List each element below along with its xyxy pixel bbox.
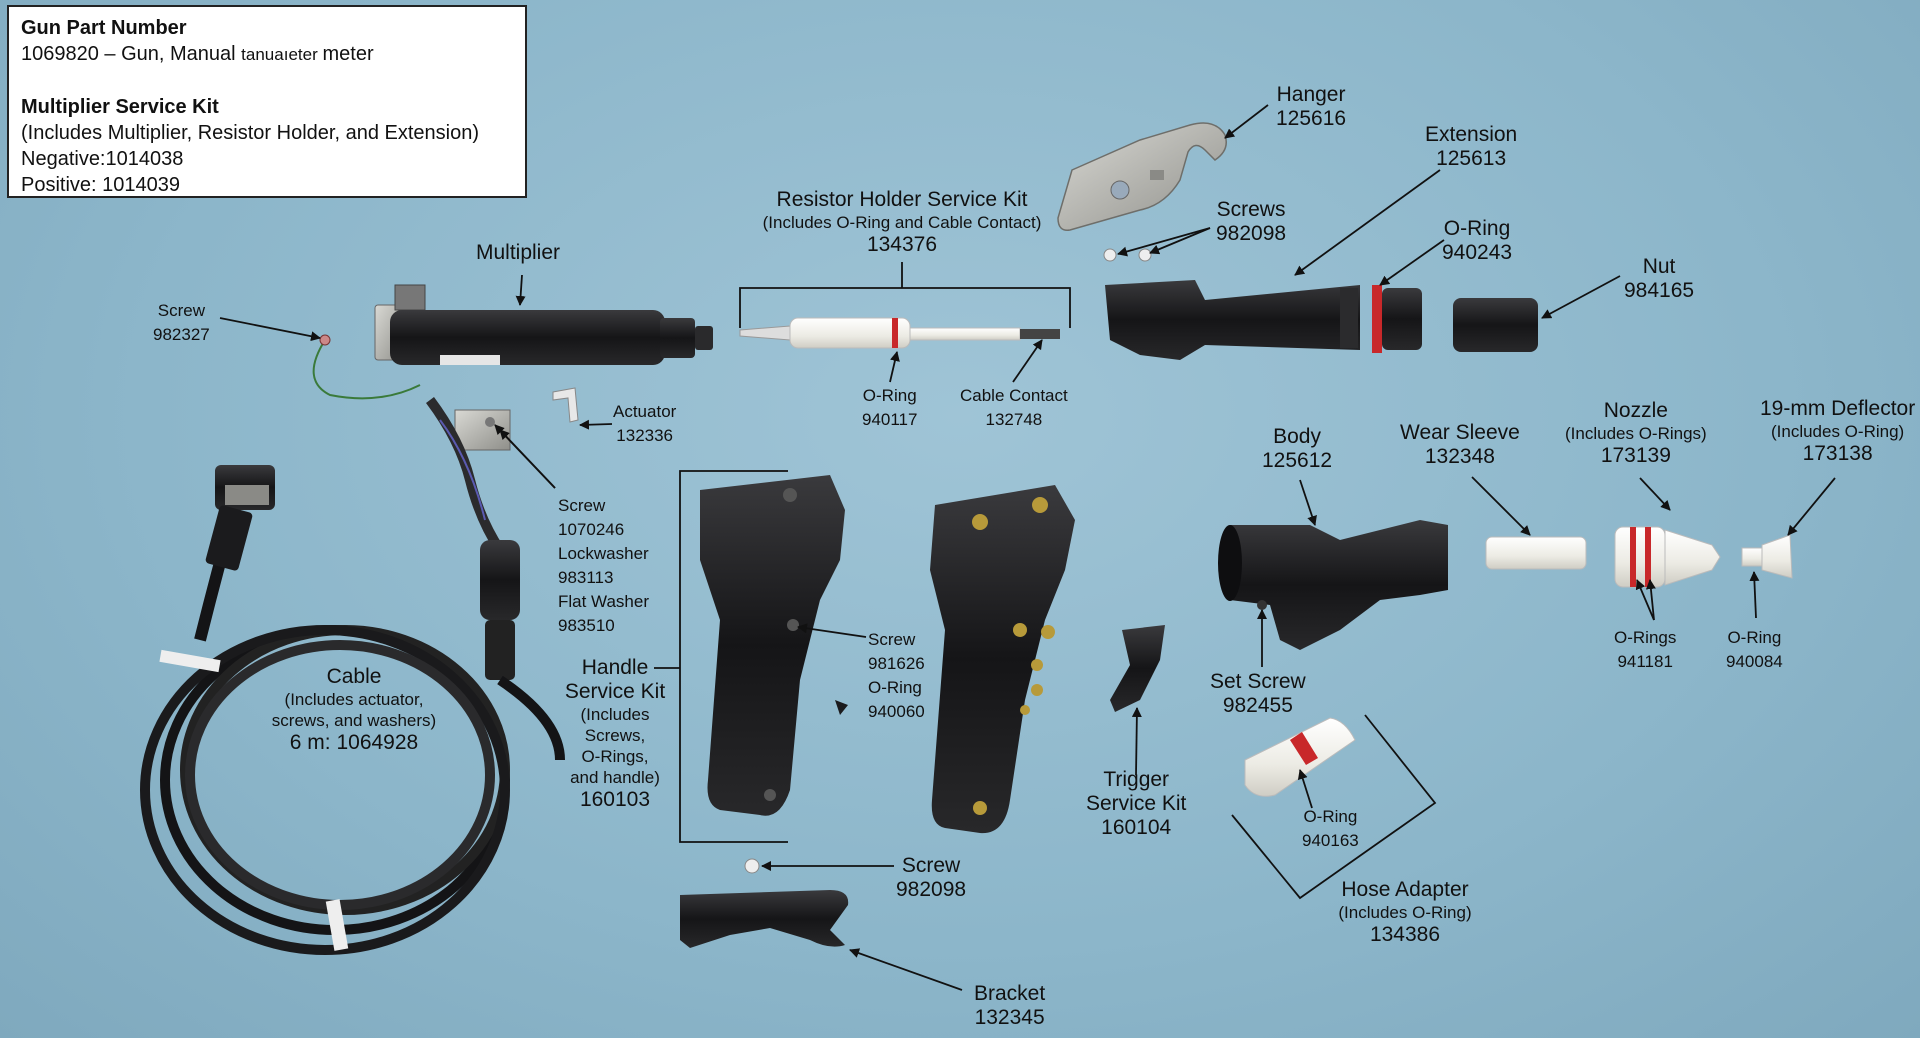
screw-lockwasher-label: Screw 1070246 Lockwasher 983113 Flat Was…	[558, 496, 650, 635]
gun-part-number-overlay-mark: ı	[283, 45, 289, 64]
wear-sleeve-leader	[1471, 476, 1531, 536]
handle-right-part	[930, 485, 1075, 834]
gun-part-number-heading: Gun Part Number	[21, 17, 187, 39]
extension-part	[1105, 280, 1422, 360]
extension-leader	[1294, 169, 1441, 276]
orings-nozzle-leader-1	[1635, 579, 1655, 621]
cable-contact-leader	[1012, 339, 1043, 383]
oring-hose-leader	[1297, 769, 1313, 809]
multiplier-label: Multiplier	[476, 241, 561, 264]
orings-nozzle-leader-2	[1645, 579, 1656, 621]
multiplier-kit-includes: (Includes Multiplier, Resistor Holder, a…	[21, 122, 479, 144]
resistor-holder-part	[739, 317, 1060, 349]
nozzle-leader	[1639, 477, 1671, 511]
multiplier-kit-negative: Negative:1014038	[21, 148, 184, 170]
deflector-label: 19-mm Deflector (Includes O-Ring) 173138	[1760, 397, 1916, 465]
cable-ties	[159, 649, 349, 951]
screws-leader-1	[1149, 227, 1211, 255]
multiplier-kit-positive: Positive: 1014039	[21, 174, 181, 196]
handle-kit-bracket	[679, 470, 788, 843]
oring-deflector-leader	[1749, 571, 1760, 619]
hose-adapter-part	[1244, 717, 1356, 797]
gun-part-number-tail: meter	[322, 43, 374, 65]
body-leader	[1299, 479, 1317, 526]
deflector-part	[1741, 534, 1793, 579]
multiplier-part	[374, 284, 713, 365]
gun-part-number-line: 1069820 – Gun, Manual tanuaıeter meter	[21, 43, 374, 65]
nozzle-part	[1614, 526, 1721, 588]
multiplier-leader	[515, 274, 526, 306]
gun-part-number-overlay-text: tanua	[241, 45, 284, 64]
multiplier-screw-part	[312, 334, 421, 400]
resistor-kit-bracket	[739, 287, 1071, 328]
multiplier-kit-heading: Multiplier Service Kit	[21, 96, 219, 118]
part-number-info-box: Gun Part Number 1069820 – Gun, Manual ta…	[7, 5, 527, 198]
hose-adapter-label: Hose Adapter (Includes O-Ring) 134386	[1338, 878, 1472, 946]
cable-label: Cable (Includes actuator, screws, and wa…	[271, 665, 437, 754]
screw-bottom-part	[744, 858, 760, 874]
coiled-cable-part	[140, 488, 565, 955]
callout-lines	[219, 104, 1836, 991]
nut-part	[1453, 298, 1538, 352]
actuator-part	[552, 387, 579, 423]
screw-block-leader-2	[499, 429, 556, 489]
trigger-part	[1110, 625, 1165, 712]
handle-kit-label: Handle Service Kit (Includes Screws, O-R…	[564, 656, 666, 811]
screws-top-part	[1103, 248, 1152, 262]
hanger-part	[1057, 122, 1227, 231]
handle-screw-leader	[797, 623, 867, 638]
bracket-part	[680, 890, 849, 948]
resistor-kit-label: Resistor Holder Service Kit (Includes O-…	[762, 188, 1042, 256]
oring-resistor-leader	[889, 351, 900, 383]
hose-adapter-bracket	[1231, 714, 1437, 900]
multiplier-screw-leader	[219, 317, 321, 342]
deflector-leader	[1787, 477, 1836, 536]
body-part	[1218, 520, 1448, 650]
cable-end-fitting	[205, 465, 275, 571]
nozzle-label: Nozzle (Includes O-Rings) 173139	[1565, 399, 1707, 467]
wear-sleeve-part	[1485, 536, 1587, 570]
trigger-kit-label: Trigger Service Kit 160104	[1086, 768, 1187, 839]
handle-left-part	[700, 475, 848, 816]
trigger-leader	[1131, 707, 1142, 776]
actuator-leader	[579, 419, 613, 430]
cable-connector-part	[425, 397, 520, 680]
bracket-leader	[849, 948, 963, 991]
hanger-leader	[1224, 104, 1269, 139]
nut-leader	[1541, 275, 1621, 319]
oring-extension-leader	[1379, 239, 1445, 286]
screws-leader-2	[1117, 227, 1211, 257]
gun-part-number-text: 1069820 – Gun, Manual	[21, 43, 236, 65]
handle-screw-label: Screw 981626 O-Ring 940060	[868, 630, 925, 721]
